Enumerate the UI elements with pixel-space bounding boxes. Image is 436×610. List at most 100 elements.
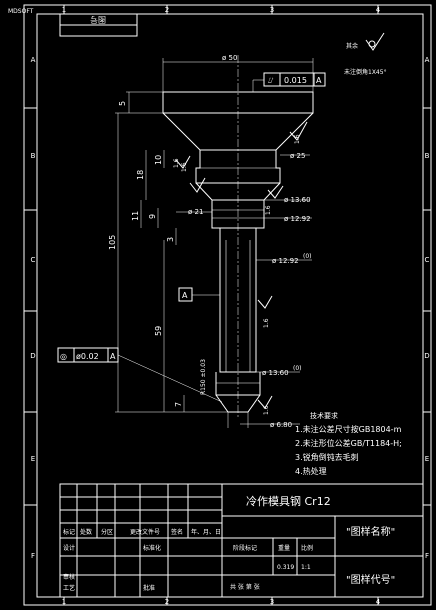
dim-105: 105: [108, 235, 117, 250]
col-label-1b: 1: [62, 598, 66, 606]
roughness-mark-4: 1.6: [263, 318, 270, 328]
dim-18: 18: [136, 170, 145, 180]
dim-d1360-b: ø 13.60: [262, 369, 289, 377]
zone-label: 分区: [101, 528, 113, 536]
row-label-c-r: C: [425, 256, 430, 264]
tech-req-line-2: 2.未注形位公差GB/T1184-H;: [295, 438, 402, 448]
roughness-mark-6: 1.6: [173, 158, 180, 168]
dim-d50: ø 50: [222, 54, 237, 62]
material-text: 冷作模具钢 Cr12: [246, 495, 331, 508]
std-label: 标准化: [143, 544, 161, 552]
sheets-label: 共 张 第 张: [230, 583, 260, 591]
sign-label: 签名: [171, 528, 183, 536]
change-doc-label: 更改文件号: [130, 528, 160, 536]
title-stamp-text: 图号: [90, 15, 106, 24]
dim-59: 59: [154, 326, 163, 336]
dim-d1292-tol-sup: (0): [303, 253, 312, 260]
count-label: 处数: [80, 528, 92, 536]
dim-d1292-tol: ø 12.92: [272, 257, 299, 265]
surface-rest-label: 其余: [346, 42, 358, 50]
review-label: 审核: [63, 573, 75, 581]
dim-3: 3: [166, 237, 175, 242]
roughness-marks: 1.6 1.6 1.6 1.6 1.6 1.6: [173, 121, 308, 415]
roughness-circle-icon: [368, 40, 376, 48]
drawing-name: "图样名称": [346, 525, 395, 538]
zone-markers: [24, 5, 431, 605]
tolerance-top-datum: A: [316, 76, 322, 85]
dim-10: 10: [154, 155, 163, 165]
roughness-icon: [365, 32, 385, 51]
tech-requirements: 技术要求 1.未注公差尺寸按GB1804-m 2.未注形位公差GB/T1184-…: [295, 411, 402, 476]
surface-note: 其余 未注倒角 1X45°: [344, 32, 387, 76]
tolerance-frame-left: ◎ ø0.02 A: [57, 347, 119, 363]
stage-label: 阶段标记: [233, 544, 257, 552]
mark-label: 标记: [63, 528, 75, 536]
dim-d1360: ø 13.60: [284, 196, 311, 204]
row-label-e: E: [31, 455, 35, 463]
tech-req-line-1: 1.未注公差尺寸按GB1804-m: [295, 424, 402, 434]
ratio-value: 1:1: [301, 564, 311, 571]
tech-req-line-4: 4.热处理: [295, 466, 327, 476]
title-stamp: 图号: [59, 13, 138, 37]
dim-d1292: ø 12.92: [284, 215, 311, 223]
drawing-code: "图样代号": [346, 573, 395, 586]
dim-d25: ø 25: [290, 152, 305, 160]
corner-label: MDSOFT: [8, 8, 34, 15]
chamfer-value: 1X45°: [368, 69, 387, 76]
col-label-2b: 2: [165, 598, 169, 606]
row-label-a-r: A: [425, 56, 430, 64]
tolerance-left-datum: A: [110, 352, 116, 361]
dim-d680: ø 6.80: [270, 421, 292, 429]
tolerance-top-symbol: ⌰: [268, 76, 274, 85]
row-label-c: C: [31, 256, 36, 264]
tolerance-left-symbol: ◎: [60, 352, 67, 361]
row-label-d-r: D: [424, 352, 429, 360]
process-label: 工艺: [63, 584, 75, 592]
dim-r150: R150 ±0.03: [200, 359, 207, 395]
tolerance-left-value: ø0.02: [76, 352, 99, 361]
col-label-2: 2: [165, 6, 169, 14]
dim-d1360-b-sup: (0): [293, 365, 302, 372]
dim-5: 5: [118, 101, 127, 106]
row-label-d: D: [30, 352, 35, 360]
weight-label: 重量: [278, 544, 290, 552]
dim-11: 11: [131, 211, 140, 221]
chamfer-label: 未注倒角: [344, 68, 368, 76]
roughness-mark-2: 1.6: [181, 162, 188, 172]
tolerance-top-value: 0.015: [284, 76, 307, 85]
row-label-f-r: F: [425, 552, 429, 560]
row-label-f: F: [31, 552, 35, 560]
row-labels: A B C D E F A B C D E F: [30, 56, 429, 560]
part-outline: [162, 55, 314, 418]
col-label-3b: 3: [270, 598, 274, 606]
dimension-texts: ø 50 ø 25 ø 13.60 ø 12.92 ø 21 ø 12.92 (…: [108, 54, 312, 429]
datum-label-box: A: [178, 287, 193, 302]
title-block: 冷作模具钢 Cr12 "图样名称" "图样代号" 标记 处数 分区 更改文件号 …: [59, 483, 424, 598]
col-label-4: 4: [376, 6, 381, 14]
tech-req-title: 技术要求: [310, 411, 338, 420]
approve-label: 批准: [143, 584, 155, 592]
row-label-b-r: B: [425, 152, 430, 160]
tolerance-frame-top: ⌰ 0.015 A: [263, 72, 326, 87]
outer-frame: [23, 4, 432, 606]
ratio-label: 比例: [301, 544, 313, 552]
roughness-mark-5: 1.6: [263, 405, 270, 415]
col-label-4b: 4: [376, 598, 381, 606]
date-label: 年、月、日: [191, 528, 221, 536]
col-label-3: 3: [270, 6, 274, 14]
dim-7: 7: [174, 402, 183, 407]
datum-label: A: [182, 291, 188, 300]
row-label-a: A: [31, 56, 36, 64]
dim-9: 9: [148, 214, 157, 219]
column-labels: 1 2 3 4 1 2 3 4: [62, 6, 381, 606]
col-label-1: 1: [62, 6, 66, 14]
roughness-mark-3: 1.6: [265, 205, 272, 215]
row-label-b: B: [31, 152, 36, 160]
tech-req-line-3: 3.锐角倒钝去毛刺: [295, 452, 359, 462]
roughness-mark-1: 1.6: [294, 134, 301, 144]
dim-d21: ø 21: [188, 208, 203, 216]
weight-value: 0.319: [277, 564, 294, 571]
design-label: 设计: [63, 544, 75, 552]
row-label-e-r: E: [425, 455, 429, 463]
